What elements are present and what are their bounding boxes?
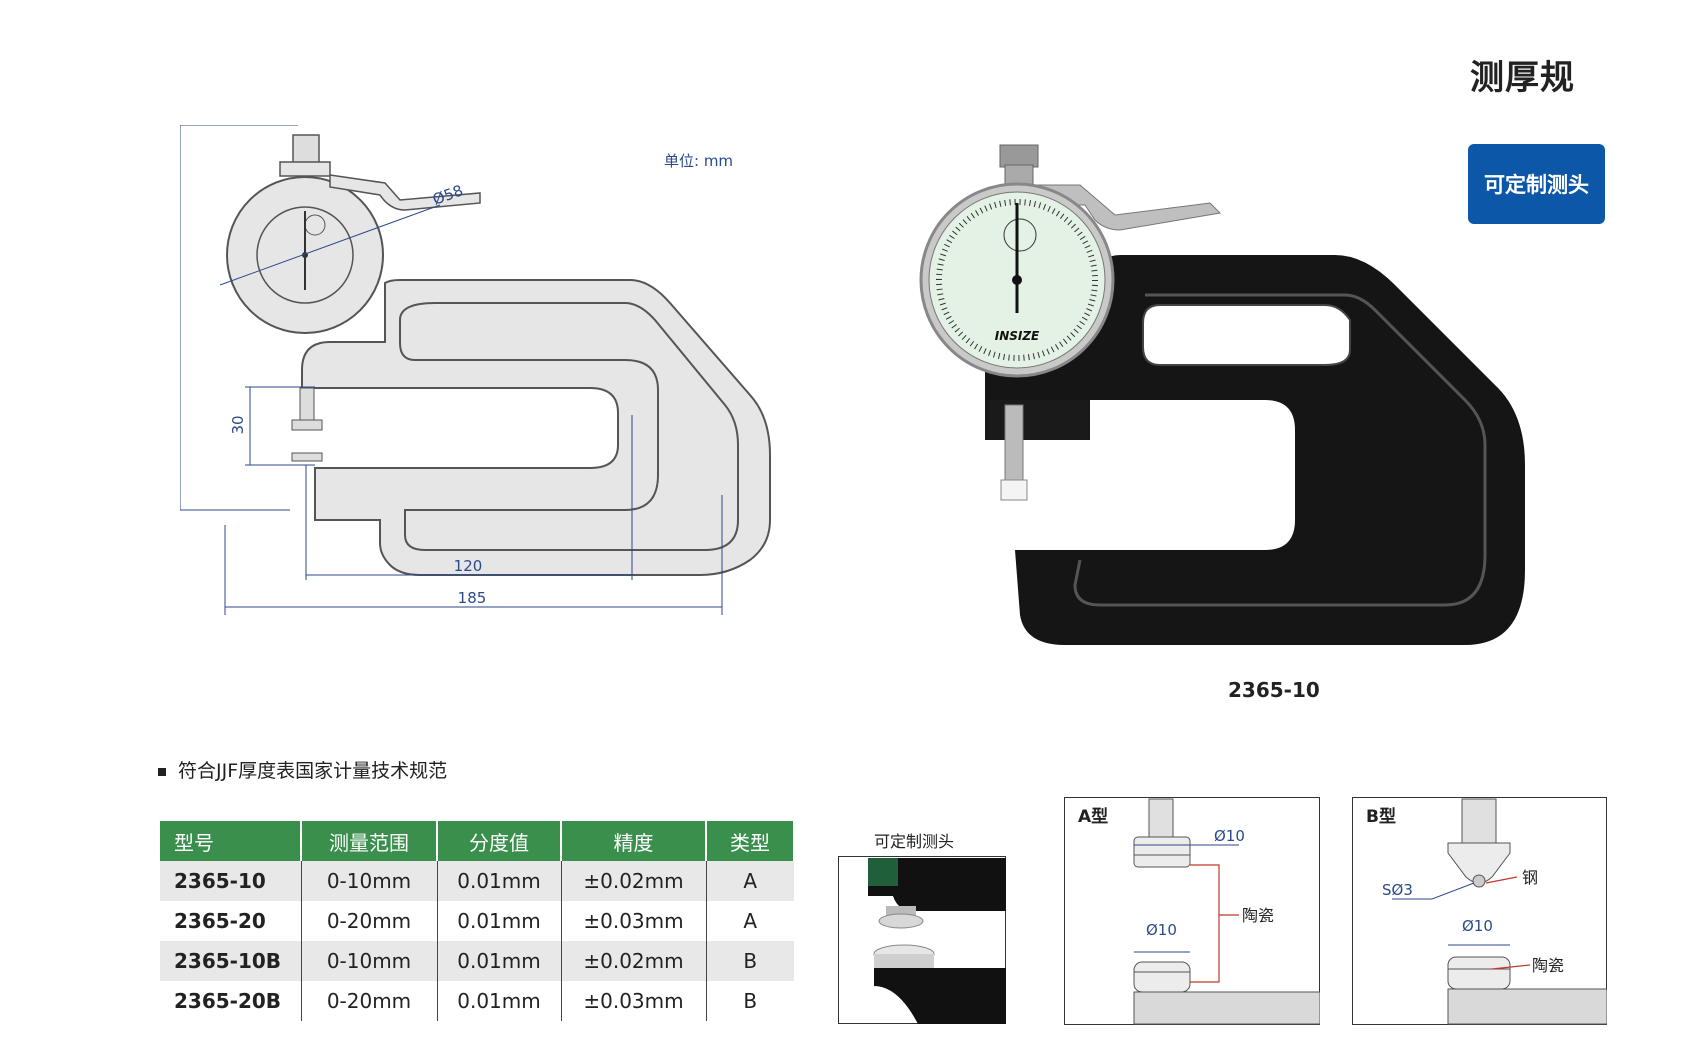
cell-resolution: 0.01mm: [437, 941, 562, 981]
type-b-radius: SØ3: [1382, 881, 1413, 899]
table-row: 2365-20 0-20mm 0.01mm ±0.03mm A: [160, 901, 794, 941]
product-photo: INSIZE: [919, 144, 1525, 645]
cell-model: 2365-20B: [160, 981, 302, 1021]
dim-gap: 30: [229, 415, 247, 434]
dimension-drawing: 135 30 120 185 Ø58: [180, 125, 771, 615]
table-row: 2365-20B 0-20mm 0.01mm ±0.03mm B: [160, 981, 794, 1021]
model-caption: 2365-10: [1228, 678, 1320, 702]
cell-type: B: [706, 941, 794, 981]
cell-type: A: [706, 901, 794, 941]
dim-length: 185: [458, 589, 487, 607]
cell-range: 0-10mm: [301, 861, 438, 901]
col-model: 型号: [160, 821, 302, 861]
col-type: 类型: [706, 821, 795, 861]
type-b-dim: Ø10: [1462, 917, 1493, 935]
type-b-diagram: B型 SØ3 Ø10 钢 陶瓷: [1352, 797, 1607, 1025]
cell-range: 0-20mm: [301, 901, 438, 941]
page-title: 测厚规: [1470, 58, 1575, 98]
type-a-dim-top: Ø10: [1214, 827, 1245, 845]
cell-accuracy: ±0.03mm: [561, 981, 707, 1021]
brand-logo: INSIZE: [995, 329, 1040, 343]
probe-photo-label: 可定制测头: [874, 832, 955, 851]
cell-accuracy: ±0.03mm: [561, 901, 707, 941]
custom-probe-badge: 可定制测头: [1468, 144, 1605, 224]
type-a-diagram: A型 Ø10 Ø10 陶瓷: [1064, 797, 1320, 1025]
spec-note-text: 符合JJF厚度表国家计量技术规范: [178, 760, 448, 782]
type-b-steel: 钢: [1522, 868, 1538, 887]
unit-label: 单位: mm: [664, 152, 734, 170]
spec-note: 符合JJF厚度表国家计量技术规范: [158, 756, 447, 783]
type-a-dim-bottom: Ø10: [1146, 921, 1177, 939]
spec-table: 型号 测量范围 分度值 精度 类型 2365-10 0-10mm 0.01mm …: [160, 821, 795, 1021]
cell-range: 0-20mm: [301, 981, 438, 1021]
bullet-icon: [158, 767, 166, 776]
cell-resolution: 0.01mm: [437, 901, 562, 941]
cell-type: A: [706, 861, 794, 901]
cell-accuracy: ±0.02mm: [561, 941, 707, 981]
cell-resolution: 0.01mm: [437, 981, 562, 1021]
cell-model: 2365-10B: [160, 941, 302, 981]
cell-model: 2365-20: [160, 901, 302, 941]
type-b-title: B型: [1366, 806, 1396, 827]
col-range: 测量范围: [301, 821, 438, 861]
cell-resolution: 0.01mm: [437, 861, 562, 901]
table-row: 2365-10B 0-10mm 0.01mm ±0.02mm B: [160, 941, 794, 981]
type-a-title: A型: [1078, 806, 1108, 827]
cell-accuracy: ±0.02mm: [561, 861, 707, 901]
type-a-material: 陶瓷: [1242, 906, 1274, 925]
dim-depth: 120: [454, 557, 483, 575]
cell-range: 0-10mm: [301, 941, 438, 981]
col-resolution: 分度值: [437, 821, 562, 861]
col-accuracy: 精度: [561, 821, 707, 861]
table-row: 2365-10 0-10mm 0.01mm ±0.02mm A: [160, 861, 794, 901]
table-header-row: 型号 测量范围 分度值 精度 类型: [160, 821, 795, 861]
probe-photo: [838, 856, 1006, 1024]
cell-type: B: [706, 981, 794, 1021]
type-b-material: 陶瓷: [1532, 956, 1564, 975]
cell-model: 2365-10: [160, 861, 302, 901]
